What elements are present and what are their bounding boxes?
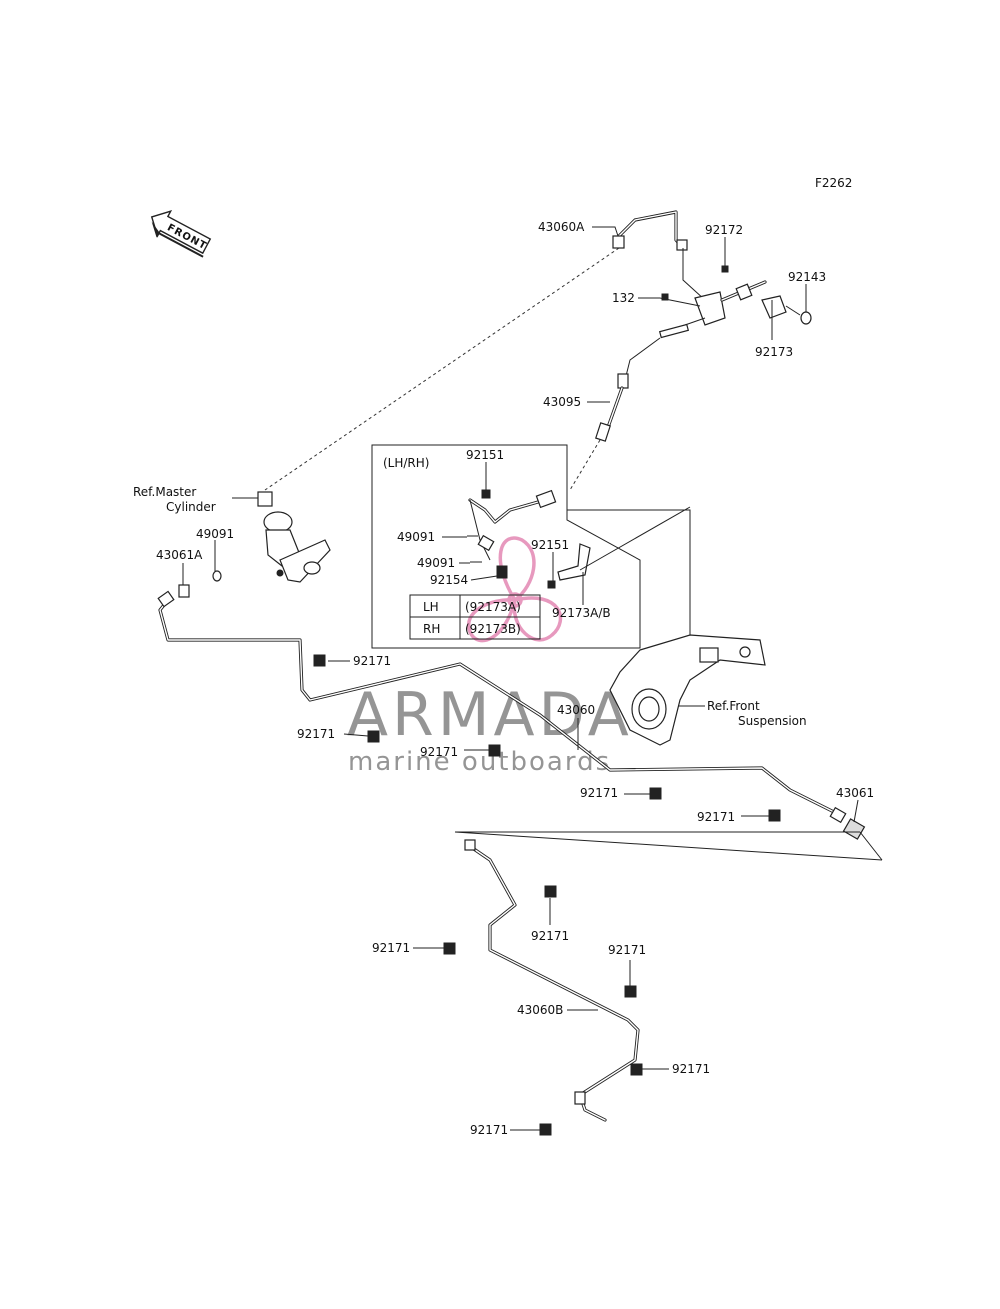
label-92171-f[interactable]: 92171	[531, 929, 569, 943]
label-ref-master-1: Ref.Master	[133, 485, 196, 499]
lh-rh-detail-box: (LH/RH) LH (92173A) RH (92173B)	[371, 444, 641, 649]
clip-92171-d[interactable]	[649, 787, 662, 800]
label-92171-d[interactable]: 92171	[580, 786, 618, 800]
label-43061[interactable]: 43061	[836, 786, 874, 800]
clip-92171-c[interactable]	[488, 744, 501, 757]
label-43060A[interactable]: 43060A	[538, 220, 585, 234]
label-43095[interactable]: 43095	[543, 395, 581, 409]
clip-92171-g[interactable]	[443, 942, 456, 955]
watermark: ARMADA marine outboards	[347, 536, 633, 777]
clip-92171-h[interactable]	[624, 985, 637, 998]
leader-lines	[182, 226, 859, 1131]
clip-92171-j[interactable]	[539, 1123, 552, 1136]
label-43061A[interactable]: 43061A	[156, 548, 203, 562]
part-labels: 43060A 92172 92143 132 92173 43095 92151…	[133, 220, 874, 1137]
label-92172[interactable]: 92172	[705, 223, 743, 237]
clip-92171-e[interactable]	[768, 809, 781, 822]
side-table-rh: RH	[423, 622, 440, 636]
cable-junction[interactable]	[658, 248, 812, 339]
label-92143[interactable]: 92143	[788, 270, 826, 284]
label-49091-b[interactable]: 49091	[417, 556, 455, 570]
brake-line-43060A[interactable]	[612, 210, 688, 251]
watermark-tagline: marine outboards	[348, 747, 611, 777]
group-label: (LH/RH)	[383, 456, 429, 470]
side-table: LH (92173A) RH (92173B)	[409, 594, 541, 640]
label-132[interactable]: 132	[612, 291, 635, 305]
figure-id: F2262	[815, 176, 852, 190]
label-ref-front-2: Suspension	[738, 714, 807, 728]
label-ref-front-1: Ref.Front	[707, 699, 760, 713]
label-92171-a[interactable]: 92171	[353, 654, 391, 668]
side-table-lh: LH	[423, 600, 439, 614]
label-49091-a[interactable]: 49091	[397, 530, 435, 544]
brake-line-43060B[interactable]	[464, 839, 640, 1122]
clip-92171-i[interactable]	[630, 1063, 643, 1076]
label-92171-e[interactable]: 92171	[697, 810, 735, 824]
label-43060[interactable]: 43060	[557, 703, 595, 717]
label-92173[interactable]: 92173	[755, 345, 793, 359]
label-92151-a[interactable]: 92151	[466, 448, 504, 462]
side-table-rh-part: (92173B)	[465, 622, 521, 636]
clip-92171-f[interactable]	[544, 885, 557, 898]
side-table-lh-part: (92173A)	[465, 600, 521, 614]
brake-hose-43095[interactable]	[595, 337, 661, 442]
label-ref-master-2: Cylinder	[166, 500, 216, 514]
label-92173AB[interactable]: 92173A/B	[552, 606, 611, 620]
label-92171-h[interactable]: 92171	[608, 943, 646, 957]
label-43060B[interactable]: 43060B	[517, 1003, 563, 1017]
label-92171-c[interactable]: 92171	[420, 745, 458, 759]
label-92171-b[interactable]: 92171	[297, 727, 335, 741]
master-cylinder[interactable]	[178, 491, 331, 598]
label-92171-i[interactable]: 92171	[672, 1062, 710, 1076]
clip-92171-b[interactable]	[367, 730, 380, 743]
label-92151-b[interactable]: 92151	[531, 538, 569, 552]
label-92154[interactable]: 92154	[430, 573, 468, 587]
label-92171-g[interactable]: 92171	[372, 941, 410, 955]
label-49091-c[interactable]: 49091	[196, 527, 234, 541]
front-arrow-icon: FRONT	[150, 210, 212, 258]
front-knuckle[interactable]	[609, 634, 766, 746]
clip-92171-a[interactable]	[313, 654, 326, 667]
label-92171-j[interactable]: 92171	[470, 1123, 508, 1137]
brake-line-43060[interactable]	[157, 590, 866, 840]
watermark-brand: ARMADA	[347, 680, 633, 750]
